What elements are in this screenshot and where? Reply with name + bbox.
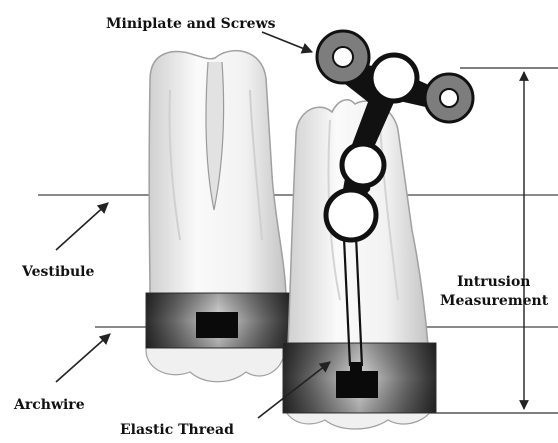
vestibule-arrow: [56, 203, 108, 250]
intrusion-label-line1: Intrusion: [457, 274, 530, 290]
archwire-label: Archwire: [13, 397, 85, 413]
elastic-thread-label: Elastic Thread: [120, 422, 234, 438]
intrusion-label-line2: Measurement: [440, 293, 549, 309]
plate-ring-top: [371, 55, 417, 101]
archwire-arrow: [56, 334, 110, 382]
vestibule-label: Vestibule: [21, 264, 94, 280]
right-bracket: [336, 371, 378, 398]
plate-ring-middle: [342, 144, 384, 186]
miniplate-arrow: [262, 32, 312, 52]
left-molar: [146, 51, 291, 382]
left-bracket: [196, 312, 238, 338]
miniplate-label: Miniplate and Screws: [106, 16, 276, 32]
plate-ring-bottom: [326, 190, 376, 240]
